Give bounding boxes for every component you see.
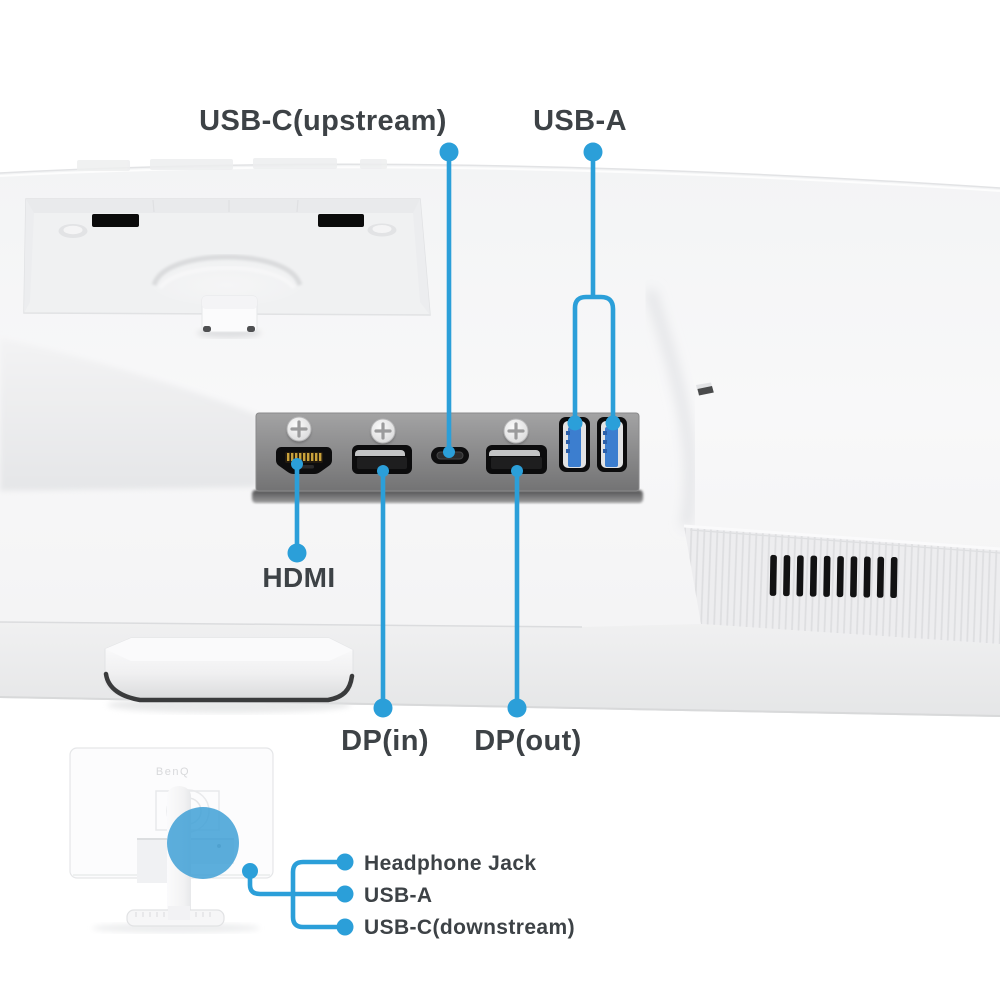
usb-c-upstream-label: USB-C(upstream) xyxy=(199,105,447,137)
hdmi-callout xyxy=(287,458,307,563)
stand-release-button xyxy=(197,295,261,338)
usb-a-top-label: USB-A xyxy=(533,105,627,137)
big-monitor-rear xyxy=(0,158,1000,717)
stand-release-bracket xyxy=(103,637,355,713)
small-monitor-rear: BenQ xyxy=(69,747,274,933)
vent-grille xyxy=(683,524,1000,644)
dp-in-port-icon xyxy=(352,445,412,474)
screw-icon xyxy=(370,418,396,445)
dp-out-label: DP(out) xyxy=(474,725,582,757)
screw-icon xyxy=(286,416,312,443)
usb-c-upstream-callout xyxy=(439,142,459,458)
vesa-screw-hole-right xyxy=(367,223,397,237)
small-stand-base xyxy=(126,906,225,927)
panel-screws xyxy=(286,416,529,445)
vesa-mount-recess xyxy=(23,198,431,338)
dp-in-label: DP(in) xyxy=(341,725,429,757)
top-edge-reliefs xyxy=(77,158,387,171)
usb-a-side-label: USB-A xyxy=(364,884,433,907)
side-io-callout xyxy=(242,853,354,936)
callout-lines xyxy=(242,142,621,936)
stand-mount-dish xyxy=(151,254,303,306)
security-lock-slot xyxy=(696,382,714,396)
vesa-slot-right xyxy=(318,214,364,227)
vesa-slot-left xyxy=(92,214,139,227)
usb-a-port-2-icon xyxy=(597,417,627,472)
vent-slots xyxy=(769,554,898,599)
dp-out-port-icon xyxy=(486,445,547,474)
vesa-screw-hole-left xyxy=(58,224,88,238)
usb-a-top-callout xyxy=(567,142,621,431)
dp-out-callout xyxy=(507,465,527,718)
hump-right-edge xyxy=(645,288,696,528)
headphone-jack-label: Headphone Jack xyxy=(364,852,537,875)
screw-icon xyxy=(503,418,529,445)
usb-c-downstream-label: USB-C(downstream) xyxy=(364,916,575,939)
io-highlight-circle xyxy=(167,807,239,879)
dp-in-callout xyxy=(373,465,393,718)
hdmi-label: HDMI xyxy=(262,562,336,593)
usb-a-port-1-icon xyxy=(559,417,590,472)
hump-flank-shading xyxy=(0,338,257,491)
brand-logo: BenQ xyxy=(156,766,190,778)
